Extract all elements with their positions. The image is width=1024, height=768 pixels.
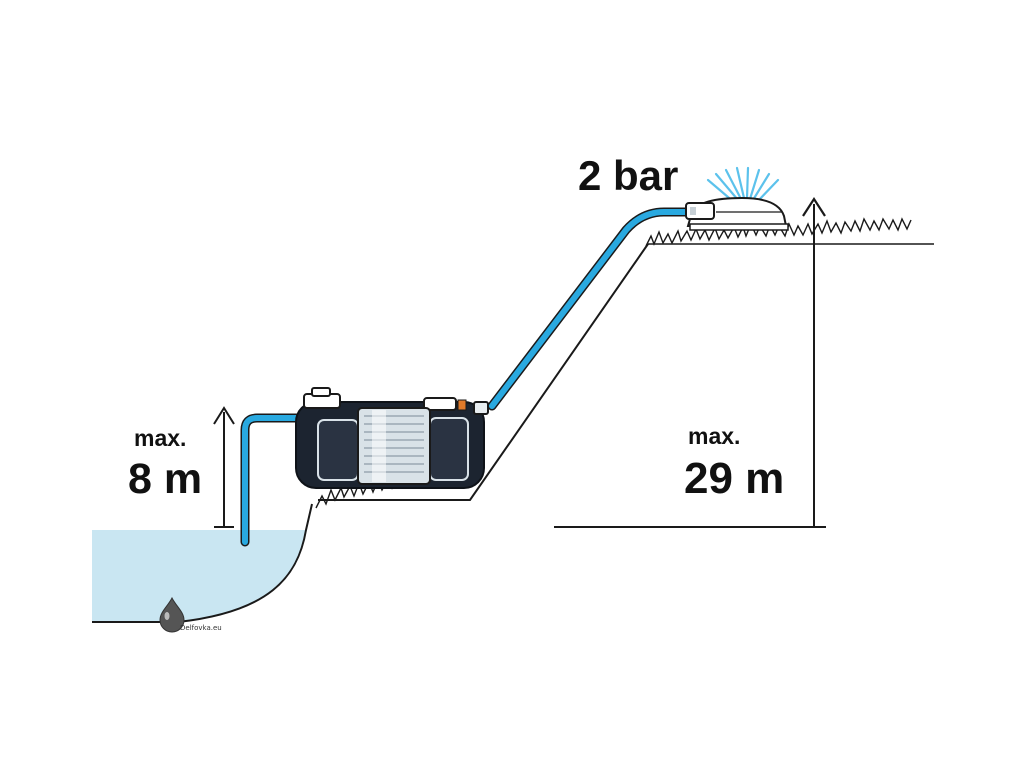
- delivery-max-label: max.: [688, 423, 740, 449]
- pressure-label: 2 bar: [578, 152, 678, 199]
- water-reservoir: [92, 503, 313, 623]
- sprinkler-icon: [685, 166, 789, 231]
- delivery-height-value: 29 m: [684, 454, 784, 503]
- suction-height-marker: [213, 406, 235, 528]
- suction-height-value: 8 m: [128, 455, 202, 503]
- suction-hose: [240, 413, 301, 547]
- watermark-text: Delfovka.eu: [180, 624, 222, 632]
- water-drop-icon: [159, 596, 185, 633]
- pump-icon: [295, 387, 489, 489]
- delivery-height-marker: [554, 196, 826, 528]
- suction-max-label: max.: [134, 425, 186, 451]
- delivery-hose: [487, 207, 693, 411]
